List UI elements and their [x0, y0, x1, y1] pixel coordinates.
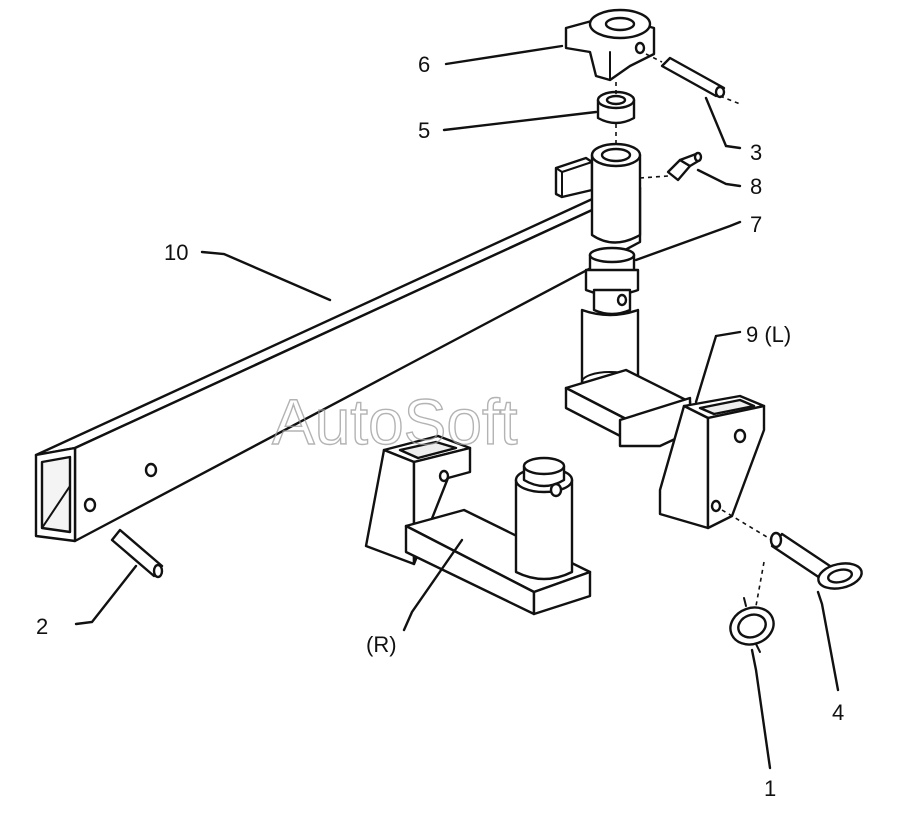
callout-8: 8: [750, 174, 762, 199]
callout-3: 3: [750, 140, 762, 165]
pivot-spindle: [580, 246, 640, 393]
bushing: [596, 90, 636, 125]
clamp-head: [564, 8, 656, 82]
snap-ring: [729, 597, 775, 653]
arm-boss: [590, 142, 642, 244]
callout-2: 2: [36, 614, 48, 639]
watermark-text: AutoSoft: [272, 386, 518, 458]
left-bracket: [564, 368, 766, 530]
pin: [660, 56, 726, 99]
callout-5: 5: [418, 118, 430, 143]
right-bracket: [364, 434, 592, 616]
callout-6: 6: [418, 52, 430, 77]
grease-fitting: [666, 151, 703, 182]
leader-lines: [74, 44, 840, 770]
callout-4: 4: [832, 700, 844, 725]
callout-9-left: 9 (L): [746, 322, 791, 347]
arm-tab: [554, 156, 594, 199]
callout-7: 7: [750, 212, 762, 237]
callout-right: (R): [366, 632, 397, 657]
callout-1: 1: [764, 776, 776, 801]
assembly-axes: [615, 53, 773, 607]
tube-arm: [34, 186, 642, 543]
roll-pin: [110, 528, 164, 579]
callout-10: 10: [164, 240, 188, 265]
lock-pin: [769, 531, 863, 590]
callout-labels: 1 2 3 4 5 6 7 8 9 (L) 10 (R): [36, 52, 844, 801]
